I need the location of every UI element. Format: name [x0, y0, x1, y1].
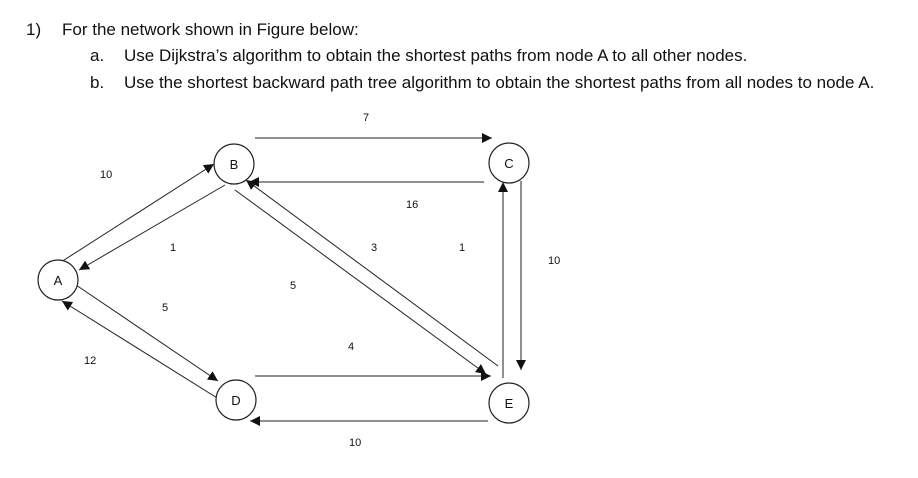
node-d: D: [215, 379, 257, 421]
edge-e-b: [245, 179, 499, 367]
edge-d-e-weight: 4: [348, 341, 354, 353]
edge-a-d: [75, 284, 219, 382]
part-b-label: b.: [90, 73, 105, 92]
edge-e-c-weight: 1: [459, 242, 465, 254]
edge-c-b-weight: 16: [406, 199, 418, 211]
node-b: B: [213, 143, 255, 185]
edge-a-b-weight: 10: [100, 169, 112, 181]
node-e-label: E: [505, 396, 514, 411]
node-d-label: D: [231, 393, 240, 408]
node-a-label: A: [54, 273, 63, 288]
edge-d-a: [61, 300, 223, 402]
edge-b-c-weight: 7: [363, 112, 369, 124]
part-b-text: Use the shortest backward path tree algo…: [124, 73, 875, 92]
edge-b-a-weight: 1: [170, 242, 176, 254]
edge-b-e: [234, 189, 487, 375]
node-a: A: [37, 259, 79, 301]
edge-b-a: [78, 184, 226, 271]
question-text: For the network shown in Figure below:: [62, 20, 359, 39]
edge-b-e-weight: 5: [290, 280, 296, 292]
node-c: C: [488, 142, 530, 184]
part-a-label: a.: [90, 46, 105, 65]
part-a-text: Use Dijkstra’s algorithm to obtain the s…: [124, 46, 748, 65]
edge-c-e-weight: 10: [548, 255, 560, 267]
question-number: 1): [26, 20, 42, 39]
node-c-label: C: [504, 156, 513, 171]
node-b-label: B: [230, 157, 239, 172]
edge-e-d-weight: 10: [349, 437, 361, 449]
edge-a-d-weight: 5: [162, 302, 168, 314]
edge-d-a-weight: 12: [84, 355, 96, 367]
edge-a-b: [60, 163, 215, 263]
edge-e-b-weight: 3: [371, 242, 377, 254]
node-e: E: [488, 382, 530, 424]
